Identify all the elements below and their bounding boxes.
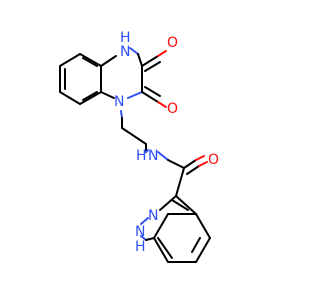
nh-quinoxaline-h: H xyxy=(120,30,131,46)
nitrogen-amide: N xyxy=(148,148,158,164)
oxygen-amide: O xyxy=(208,152,219,168)
bond-lines xyxy=(59,47,211,263)
nitrogen-quinoxaline: N xyxy=(114,94,124,110)
hydrogen-amide: H xyxy=(136,148,147,164)
molecule-structure: H N O O N N H O N N H xyxy=(59,30,219,263)
nitrogen-indazole: N xyxy=(148,208,158,224)
oxygen-lower: O xyxy=(167,101,178,117)
hydrogen-indazole: H xyxy=(135,239,146,255)
nitrogen-indazole-nh: N xyxy=(135,224,145,240)
nh-quinoxaline-n: N xyxy=(120,44,130,60)
atom-labels: H N O O N N H O N N H xyxy=(114,30,219,255)
oxygen-upper: O xyxy=(167,35,178,51)
